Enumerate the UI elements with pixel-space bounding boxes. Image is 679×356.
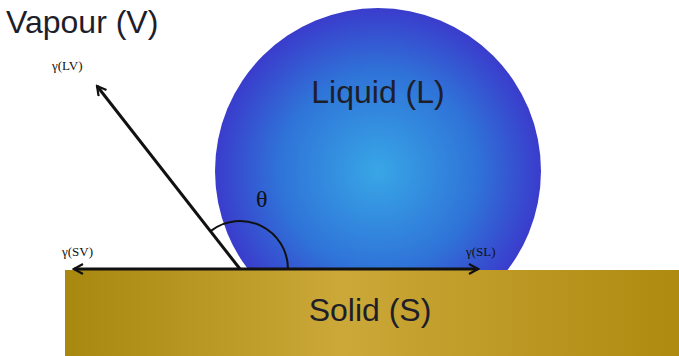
surface-tension-label: γ(SL)	[466, 244, 496, 260]
node-text: Solid (S)	[309, 292, 432, 329]
solid-substrate: Solid (S)	[65, 270, 679, 356]
gamma-lv-vector	[97, 86, 240, 269]
gamma-sl-vector	[240, 268, 478, 271]
angle-arc	[211, 221, 289, 269]
contact-angle-label: θ	[256, 186, 268, 213]
phase-label: Vapour (V)	[6, 4, 158, 41]
gamma-sv-vector	[74, 268, 240, 271]
surface-tension-label: γ(SV)	[62, 244, 93, 260]
node-text: Liquid (L)	[311, 74, 444, 111]
surface-tension-label: γ(LV)	[52, 58, 83, 74]
